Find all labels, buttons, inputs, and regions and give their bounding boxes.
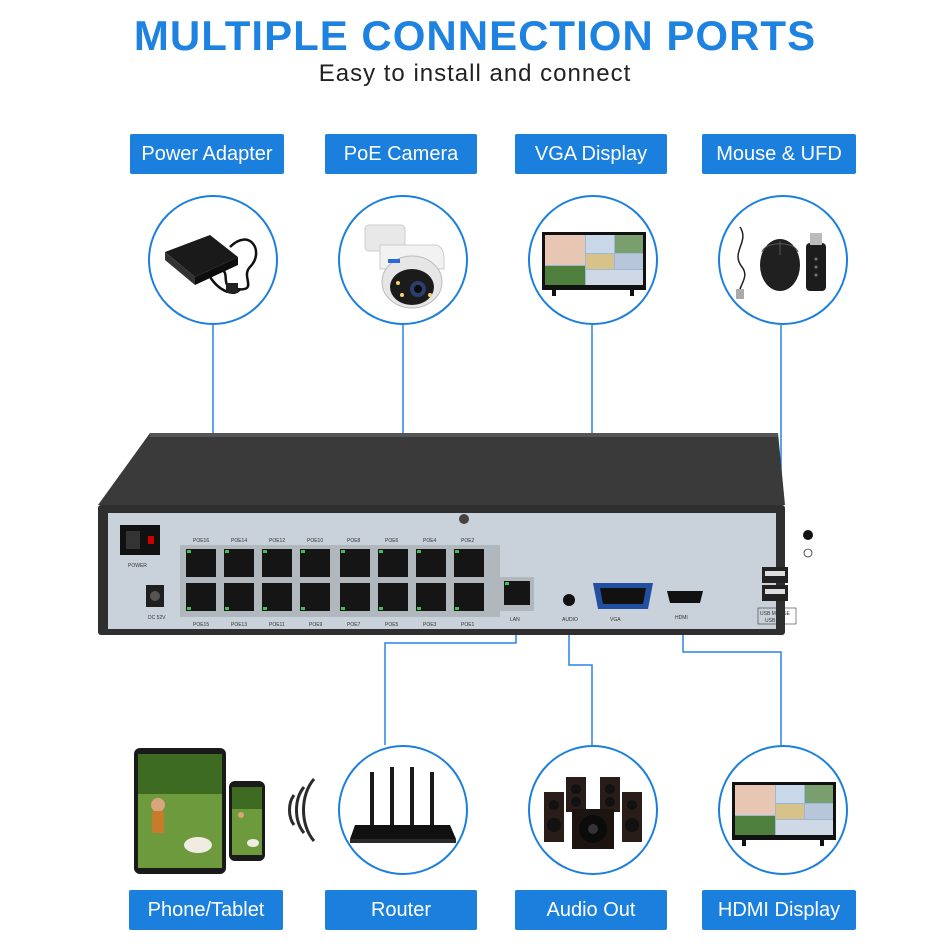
poe-camera-circle <box>338 195 468 325</box>
poe-ports <box>186 549 484 611</box>
vga-display-circle <box>528 195 658 325</box>
nvr-top-cover <box>98 433 785 505</box>
lan-label: LAN <box>510 617 520 623</box>
usb-label-1: USB MOUSE <box>760 611 791 617</box>
router-label: Router <box>325 890 477 930</box>
hdmi-port <box>667 591 703 603</box>
svg-text:POE6: POE6 <box>385 538 399 544</box>
audio-jack <box>563 594 575 606</box>
svg-text:POE8: POE8 <box>347 538 361 544</box>
hdmi-display-circle <box>718 745 848 875</box>
page-subtitle: Easy to install and connect <box>318 60 632 87</box>
hdmi-display-label: HDMI Display <box>702 890 856 930</box>
svg-text:POE4: POE4 <box>423 538 437 544</box>
svg-text:POE13: POE13 <box>231 622 247 628</box>
power-adapter-label: Power Adapter <box>130 134 284 174</box>
mouse-ufd-icon <box>736 226 826 299</box>
speakers-icon <box>544 777 642 849</box>
mouse-ufd-label: Mouse & UFD <box>702 134 856 174</box>
svg-text:POE14: POE14 <box>231 538 247 544</box>
poe-top-labels: POE16 POE14 POE12 POE10 POE8 POE6 POE4 P… <box>193 538 475 544</box>
svg-text:POE10: POE10 <box>307 538 323 544</box>
phone-tablet-icon <box>134 748 316 874</box>
svg-text:POE2: POE2 <box>461 538 475 544</box>
wifi-signal-icon <box>288 778 316 842</box>
svg-text:POE3: POE3 <box>423 622 437 628</box>
svg-text:POE12: POE12 <box>269 538 285 544</box>
poe-camera-label: PoE Camera <box>325 134 477 174</box>
svg-text:POE1: POE1 <box>461 622 475 628</box>
svg-text:POE5: POE5 <box>385 622 399 628</box>
usb-label-box <box>757 607 797 625</box>
ground-screw <box>803 530 813 540</box>
vga-label: VGA <box>610 617 621 623</box>
power-switch-label: POWER <box>128 563 147 569</box>
phone-tablet-label: Phone/Tablet <box>129 890 283 930</box>
audio-label: AUDIO <box>562 617 578 623</box>
usb-label-2: USB 2.0 <box>765 618 784 624</box>
poe-bottom-labels: POE15 POE13 POE11 POE9 POE7 POE5 POE3 PO… <box>193 622 475 628</box>
audio-out-circle <box>528 745 658 875</box>
power-adapter-icon <box>165 235 258 294</box>
svg-text:POE7: POE7 <box>347 622 361 628</box>
page-title: MULTIPLE CONNECTION PORTS <box>133 12 817 59</box>
hdmi-display-icon <box>732 782 836 846</box>
mouse-ufd-circle <box>718 195 848 325</box>
poe-camera-icon <box>364 224 445 309</box>
svg-text:POE9: POE9 <box>309 622 323 628</box>
svg-text:POE16: POE16 <box>193 538 209 544</box>
vga-display-icon <box>542 232 646 296</box>
dc-label: DC 52V <box>148 615 166 621</box>
router-circle <box>338 745 468 875</box>
nvr-device: POWER DC 52V POE16 POE14 POE12 POE10 POE… <box>98 433 813 635</box>
router-icon <box>350 767 456 843</box>
hdmi-label: HDMI <box>675 615 688 621</box>
vga-display-label: VGA Display <box>515 134 667 174</box>
svg-text:POE15: POE15 <box>193 622 209 628</box>
audio-out-label: Audio Out <box>515 890 667 930</box>
svg-text:POE11: POE11 <box>269 622 285 628</box>
power-adapter-circle <box>148 195 278 325</box>
